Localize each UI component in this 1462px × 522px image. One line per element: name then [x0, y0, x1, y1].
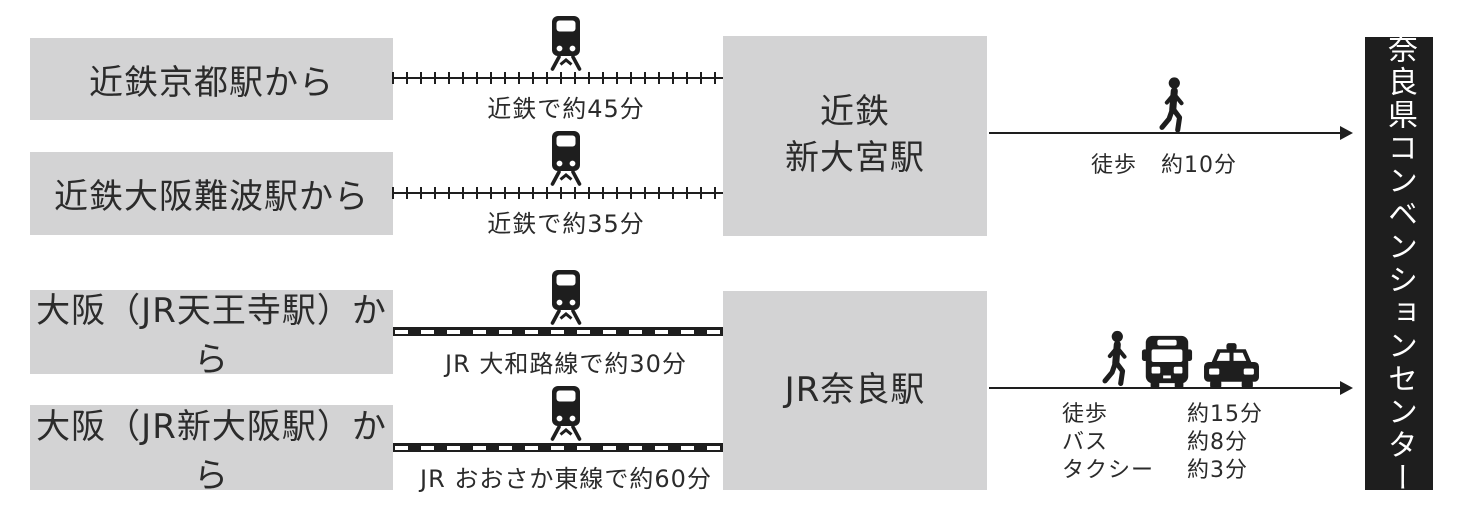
origin-label: 近鉄大阪難波駅から [54, 177, 369, 217]
train-icon [550, 386, 582, 441]
walking-person-icon [1159, 77, 1184, 132]
train-icon [550, 16, 582, 71]
origin-label: 大阪（JR新大阪駅）から [36, 406, 387, 496]
egress-time-label: 約8分 [1187, 430, 1248, 455]
origin-box-jr-tennoji: 大阪（JR天王寺駅）から [30, 290, 393, 380]
hub-label-line2: 新大宮駅 [785, 138, 925, 178]
origin-box-kintetsu-kyoto: 近鉄京都駅から [30, 38, 393, 120]
origin-label: 近鉄京都駅から [89, 62, 334, 103]
hub-box-jr-nara: JR奈良駅 [723, 291, 987, 490]
origin-box-kintetsu-namba: 近鉄大阪難波駅から [30, 152, 393, 235]
walk-time-label: 徒歩 約10分 [1091, 147, 1237, 179]
private-rail-line [392, 187, 723, 199]
egress-mode-label: タクシー [1062, 458, 1155, 483]
egress-table: 徒歩 約15分 バス 約8分 タクシー 約3分 [1062, 401, 1263, 485]
egress-mode-label: バス [1062, 430, 1109, 455]
origin-box-jr-shinosaka: 大阪（JR新大阪駅）から [30, 405, 393, 496]
taxi-icon [1204, 343, 1259, 388]
duration-label: 近鉄で約35分 [487, 210, 645, 238]
egress-arrow [989, 380, 1353, 395]
egress-time-label: 約3分 [1187, 458, 1248, 483]
egress-mode-label: 徒歩 [1091, 153, 1138, 178]
egress-mode-label: 徒歩 [1062, 402, 1109, 427]
hub-label-line1: JR奈良駅 [784, 369, 926, 410]
egress-time-label: 約15分 [1187, 402, 1263, 427]
jr-line-dashes [395, 445, 721, 450]
egress-time-label: 約10分 [1161, 153, 1238, 178]
hub-label-line1: 近鉄 [820, 92, 890, 133]
hub-box-kintetsu-shin-omiya: 近鉄 新大宮駅 [723, 36, 987, 236]
duration-label: JR おおさか東線で約60分 [420, 465, 712, 493]
duration-label: JR 大和路線で約30分 [445, 350, 687, 378]
private-rail-line [392, 72, 723, 84]
jr-line-dashes [395, 329, 721, 334]
walk-arrow [989, 125, 1353, 140]
bus-icon [1141, 335, 1193, 388]
origin-label: 大阪（JR天王寺駅）から [36, 291, 387, 380]
duration-label: 近鉄で約45分 [487, 95, 645, 123]
destination-banner: 奈良県コンベンションセンター [1365, 33, 1433, 495]
train-icon [550, 270, 582, 325]
walking-person-icon [1102, 330, 1127, 386]
train-icon [550, 131, 582, 186]
jr-rail-line [393, 327, 723, 336]
destination-label: 奈良県コンベンションセンター [1382, 32, 1417, 495]
jr-rail-line [393, 443, 723, 452]
